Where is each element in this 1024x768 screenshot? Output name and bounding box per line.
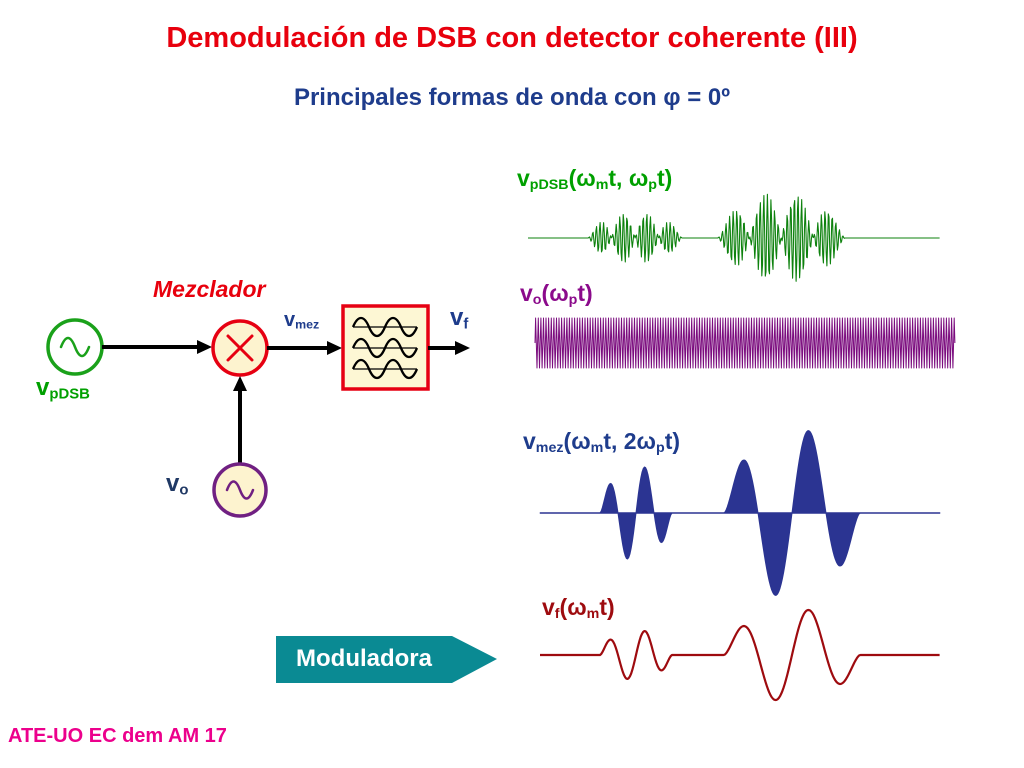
waveforms-layer <box>528 193 956 702</box>
vf-waveform-label: vf(ωmt) <box>542 594 615 623</box>
filter-wave-icon-middle <box>351 337 419 359</box>
waveform-vmez <box>539 430 941 596</box>
filter-output-arrow-head <box>455 341 470 355</box>
mixer-label: Mezclador <box>153 276 266 302</box>
mixer-x-icon <box>226 334 254 362</box>
vmez-waveform-label: vmez(ωmt, 2ωpt) <box>523 428 681 457</box>
mixer-output-arrow-head <box>327 341 342 355</box>
filter-wave-icon-top <box>351 316 419 338</box>
dsb-source-label: vpDSB <box>36 374 90 403</box>
vo-waveform-label: vo(ωpt) <box>520 280 593 309</box>
vmez-arrow-label: vmez <box>284 309 320 332</box>
waveform-vo <box>534 317 956 369</box>
vf-arrow-label: vf <box>450 304 469 333</box>
moduladora-banner <box>276 636 497 683</box>
slide-footer: ATE-UO EC dem AM 17 <box>8 725 227 747</box>
dsb-source-sine-icon <box>59 336 91 358</box>
oscillator-arrow-head <box>233 376 247 391</box>
page-subtitle: Principales formas de onda con φ = 0º <box>293 84 731 111</box>
waveform-vpdsb <box>528 193 940 282</box>
moduladora-banner-label: Moduladora <box>296 645 432 672</box>
waveform-vf <box>540 608 940 702</box>
oscillator-label: vo <box>166 470 189 499</box>
page-title: Demodulación de DSB con detector coheren… <box>166 22 858 54</box>
filter-wave-icon-bottom <box>351 358 419 380</box>
oscillator-sine-icon <box>225 480 255 500</box>
input-arrow-head <box>197 340 212 354</box>
vpdsb-waveform-label: vpDSB(ωmt, ωpt) <box>517 165 673 194</box>
